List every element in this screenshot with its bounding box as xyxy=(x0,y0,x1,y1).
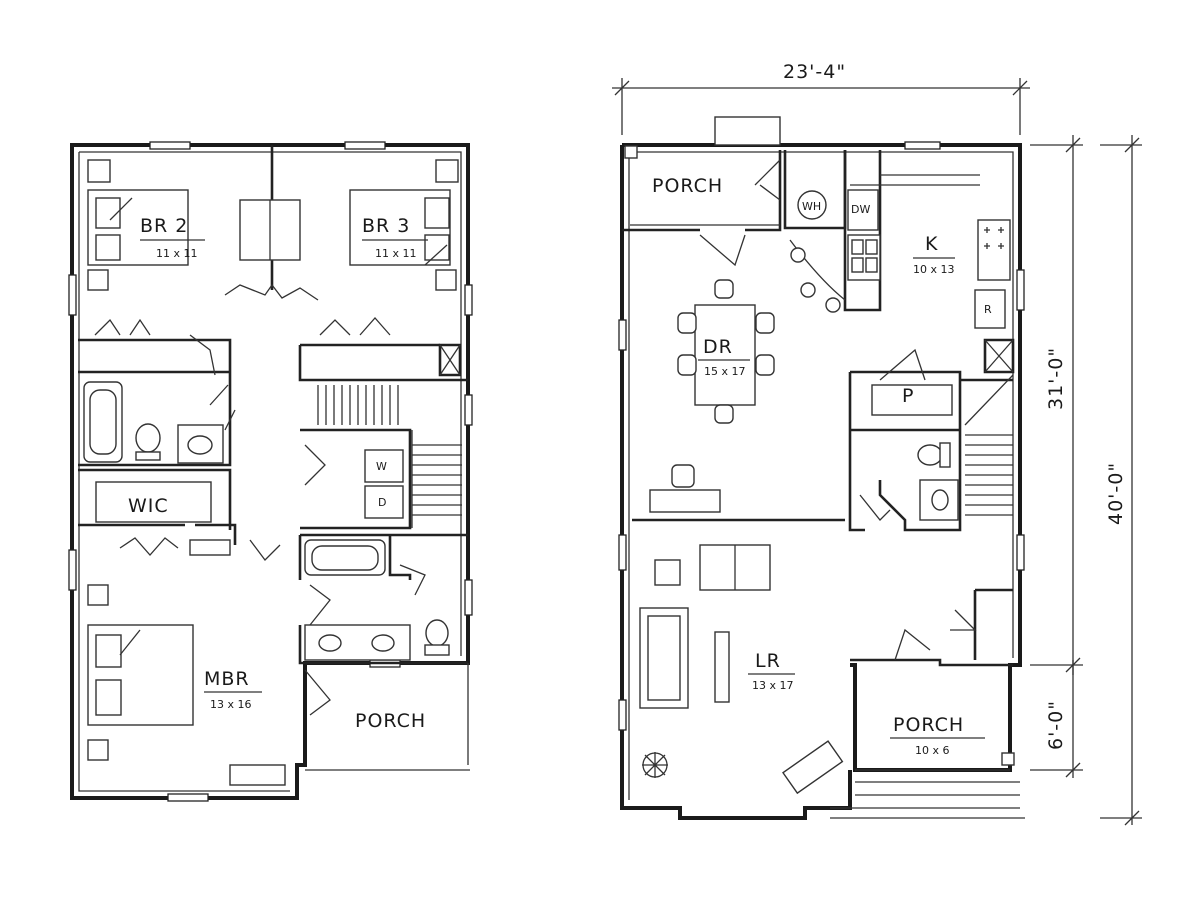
br2-label: BR 2 xyxy=(140,215,188,237)
back-porch-label: PORCH xyxy=(652,175,723,197)
upper-exterior-wall xyxy=(70,143,470,800)
upper-porch-label: PORCH xyxy=(355,710,426,732)
front-porch-size: 10 x 6 xyxy=(915,744,950,757)
dining-label: DR xyxy=(703,336,733,358)
plant-icon xyxy=(642,752,668,778)
living-size: 13 x 17 xyxy=(752,679,794,692)
total-depth-dimension: 40'-0" xyxy=(1105,462,1127,525)
upper-floor-plan: BR 2 11 x 11 BR 3 11 x 11 WIC MBR 13 x 1… xyxy=(68,141,473,802)
mbr-label: MBR xyxy=(204,668,250,690)
main-stairs xyxy=(964,374,1014,516)
wic-label: WIC xyxy=(128,495,169,517)
dining-size: 15 x 17 xyxy=(704,365,746,378)
br3-label: BR 3 xyxy=(362,215,410,237)
dimension-lines: 23'-4" 31'-0" 6'-0" 40'-0" xyxy=(612,61,1142,826)
porch-depth-dimension: 6'-0" xyxy=(1045,700,1067,750)
width-dimension: 23'-4" xyxy=(783,61,846,83)
kitchen-size: 10 x 13 xyxy=(913,263,955,276)
pantry-label: P xyxy=(902,385,914,407)
water-heater-label: WH xyxy=(802,200,821,213)
br3-size: 11 x 11 xyxy=(375,247,417,260)
mbr-size: 13 x 16 xyxy=(210,698,252,711)
washer-label: W xyxy=(376,460,387,473)
front-porch-label: PORCH xyxy=(893,714,964,736)
upper-stairs xyxy=(317,385,462,528)
kitchen-label: K xyxy=(925,233,938,255)
dishwasher-label: DW xyxy=(851,203,870,216)
dryer-label: D xyxy=(378,496,386,509)
refrigerator-label: R xyxy=(984,303,992,316)
living-label: LR xyxy=(755,650,781,672)
br2-size: 11 x 11 xyxy=(156,247,198,260)
main-floor-plan: WH DW R xyxy=(618,116,1025,820)
main-depth-dimension: 31'-0" xyxy=(1045,347,1067,410)
